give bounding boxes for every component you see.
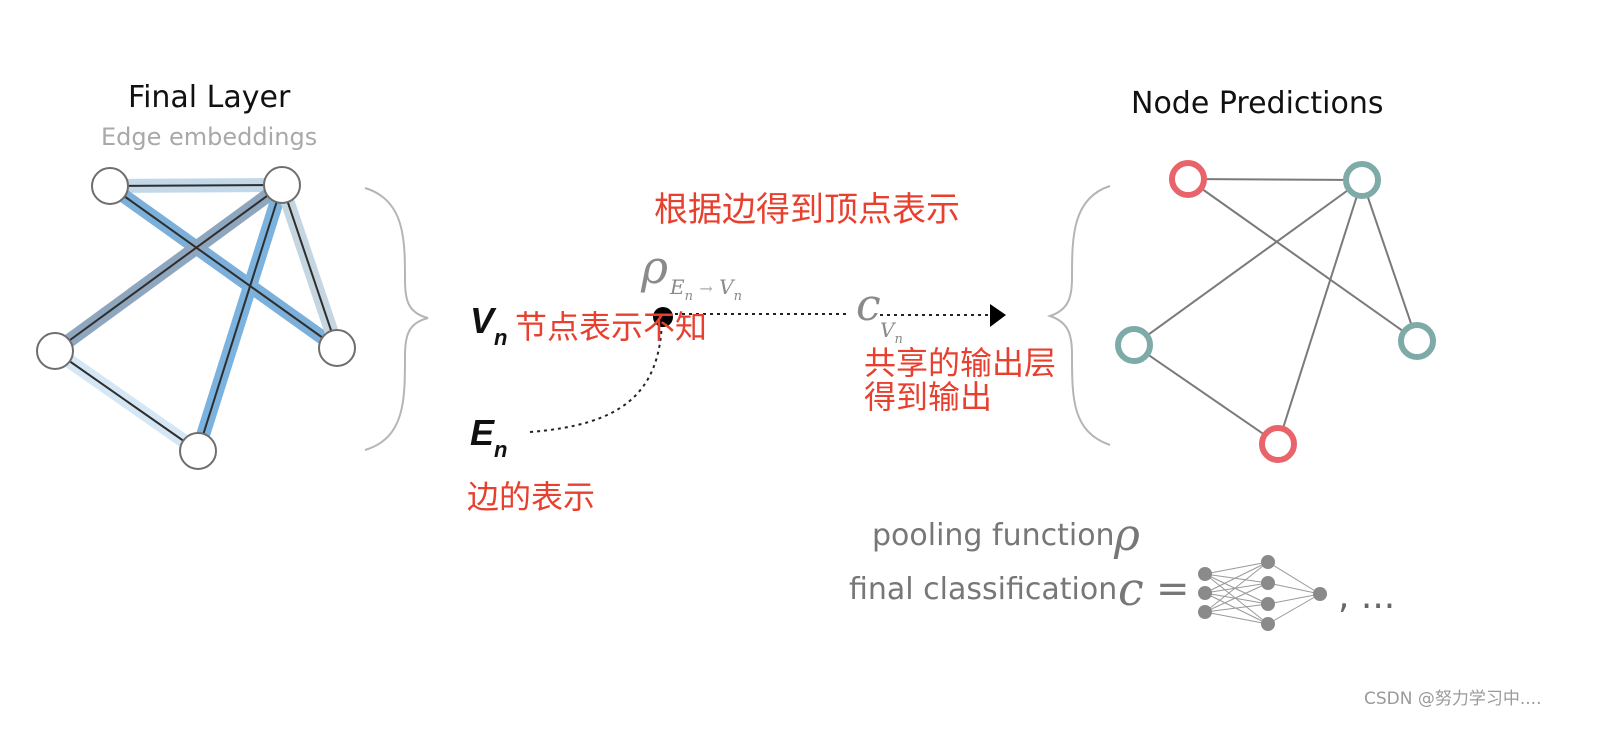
- vn-main: V: [470, 300, 495, 341]
- graph-node: [263, 166, 301, 204]
- edge: [281, 184, 338, 349]
- edge: [197, 184, 283, 452]
- graph-node: [179, 432, 217, 470]
- prediction-edges: [1133, 178, 1418, 445]
- rho-sub-e-n: n: [684, 289, 693, 304]
- edge: [1133, 344, 1279, 445]
- final-classification-label: final classification: [849, 572, 1118, 607]
- ellipsis: , ...: [1338, 576, 1396, 617]
- final-classification-symbol: c: [1118, 562, 1144, 616]
- arrow-head: [990, 304, 1006, 327]
- annotation-node-unknown: 节点表示不知: [515, 308, 708, 346]
- edge: [1133, 179, 1363, 346]
- predicted-node-red: [1169, 160, 1207, 198]
- left-graph-subtitle: Edge embeddings: [101, 123, 318, 151]
- c-subscript: Vn: [880, 318, 903, 347]
- edge: [1187, 178, 1418, 342]
- annotation-shared-output-line1: 共享的输出层: [864, 344, 1057, 382]
- rho-sub-arrow: →: [699, 279, 713, 298]
- annotation-shared-output-line2: 得到输出: [864, 378, 993, 416]
- predicted-node-teal: [1343, 161, 1381, 199]
- right-graph-title: Node Predictions: [1131, 86, 1384, 121]
- pooling-function-label: pooling function: [872, 518, 1115, 553]
- edge: [109, 184, 283, 187]
- rho-sub-v: V: [719, 275, 734, 299]
- c-sub-v: V: [880, 318, 895, 342]
- csdn-watermark: CSDN @努力学习中....: [1364, 689, 1542, 709]
- nodes: [36, 166, 356, 470]
- left-brace: [364, 187, 429, 451]
- edge-to-node-pooling-arrow: [529, 319, 663, 433]
- edge: [1361, 179, 1418, 342]
- predicted-node-teal: [1398, 322, 1436, 360]
- rho-sub-v-n: n: [733, 289, 742, 304]
- annotation-edge-repr: 边的表示: [467, 478, 596, 516]
- edge: [54, 184, 283, 352]
- right-brace: [1046, 185, 1111, 446]
- edges: [54, 184, 338, 452]
- predicted-node-teal: [1115, 326, 1153, 364]
- mlp-network-icon: [1198, 555, 1327, 631]
- en-sub: n: [494, 437, 508, 462]
- graph-node: [91, 167, 129, 205]
- vn-sub: n: [494, 325, 508, 350]
- rho-pooling-symbol: ρ: [641, 240, 669, 294]
- equals-sign: =: [1156, 566, 1190, 612]
- annotation-top-center: 根据边得到顶点表示: [654, 190, 960, 230]
- rho-sub-e: E: [670, 275, 685, 299]
- prediction-nodes: [1115, 160, 1436, 463]
- edge: [1277, 179, 1363, 445]
- c-sub-v-n: n: [894, 332, 903, 347]
- edge: [54, 350, 199, 452]
- en-main: E: [470, 412, 495, 453]
- annotation-shared-output: 共享的输出层 得到输出: [864, 346, 1056, 414]
- graph-node: [318, 329, 356, 367]
- left-graph-title: Final Layer: [128, 80, 291, 115]
- pooled-node-dot: [653, 307, 673, 327]
- edge: [109, 185, 338, 349]
- pooling-function-symbol: ρ: [1114, 510, 1140, 561]
- edge: [1187, 178, 1363, 181]
- rho-subscript: En → Vn: [670, 275, 742, 304]
- predicted-node-red: [1259, 425, 1297, 463]
- vn-symbol: Vn: [470, 300, 507, 350]
- c-classifier-symbol: c: [856, 280, 881, 331]
- en-symbol: En: [470, 412, 507, 462]
- graph-node: [36, 332, 74, 370]
